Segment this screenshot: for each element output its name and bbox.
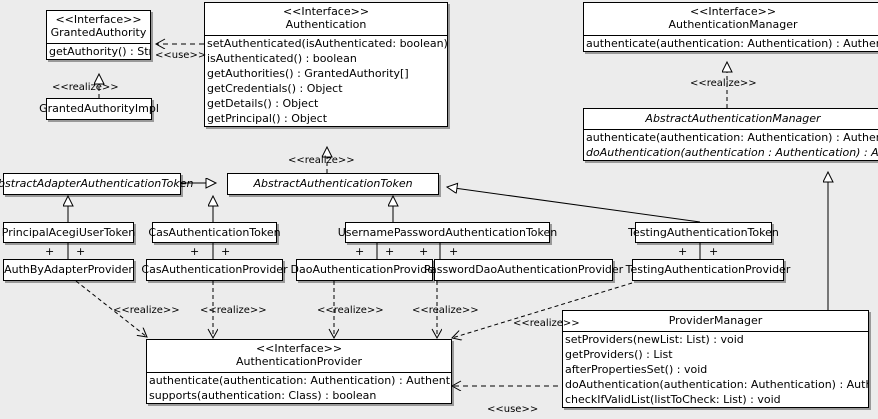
multiplicity-plus: +	[221, 245, 231, 258]
operation: isAuthenticated() : boolean	[207, 52, 357, 65]
multiplicity-plus: +	[385, 245, 395, 258]
class-authentication-provider[interactable]: <<Interface>> AuthenticationProvider aut…	[146, 339, 452, 404]
class-name: DaoAuthenticationProvider	[290, 263, 439, 276]
operation: getProviders() : List	[565, 348, 673, 361]
operation: authenticate(authentication: Authenticat…	[149, 374, 451, 387]
operation: getAuthorities() : GrantedAuthority[]	[207, 67, 409, 80]
operation: authenticate(authentication: Authenticat…	[586, 131, 878, 144]
class-provider-manager[interactable]: ProviderManager setProviders(newList: Li…	[562, 310, 869, 408]
multiplicity-plus: +	[76, 245, 86, 258]
class-name: CasAuthenticationProvider	[141, 263, 288, 276]
stereotype-label: <<Interface>>	[255, 342, 343, 355]
class-name: Authentication	[285, 18, 367, 31]
operation: getCredentials() : Object	[207, 82, 343, 95]
class-name: AuthByAdapterProvider	[4, 263, 133, 276]
class-testing-authentication-provider[interactable]: TestingAuthenticationProvider	[626, 259, 790, 281]
operations-compartment: authenticate(authentication: Authenticat…	[147, 372, 451, 403]
class-header: AbstractAuthenticationManager	[584, 109, 878, 129]
stereotype-label: <<Interface>>	[689, 5, 777, 18]
operations-compartment: authenticate(authentication: Authenticat…	[584, 129, 878, 160]
class-abstract-adapter-authentication-token[interactable]: AbstractAdapterAuthenticationToken	[0, 173, 193, 195]
operation: checkIfValidList(listToCheck: List) : vo…	[565, 393, 781, 406]
class-header: <<Interface>> Authentication	[205, 3, 447, 35]
operation: supports(authentication: Class) : boolea…	[149, 389, 377, 402]
class-name: AbstractAuthenticationToken	[253, 177, 413, 190]
class-granted-authority[interactable]: <<Interface>> GrantedAuthority getAuthor…	[46, 10, 151, 60]
class-name: TestingAuthenticationToken	[628, 225, 779, 239]
operation: getAuthority() : String	[49, 45, 150, 58]
class-header: <<Interface>> AuthenticationManager	[584, 3, 878, 35]
class-name: CasAuthenticationToken	[148, 225, 281, 239]
operation: setAuthenticated(isAuthenticated: boolea…	[207, 37, 447, 50]
class-name: PasswordDaoAuthenticationProvider	[423, 263, 624, 276]
operation: getPrincipal() : Object	[207, 112, 328, 125]
edge-label-granted-authority-realize: <<realize>>	[52, 82, 119, 93]
multiplicity-plus: +	[45, 245, 55, 258]
operation: doAuthentication(authentication: Authent…	[565, 378, 868, 391]
multiplicity-plus: +	[709, 245, 719, 258]
class-name: AbstractAdapterAuthenticationToken	[0, 177, 194, 190]
operation: doAuthentication(authentication : Authen…	[586, 146, 878, 159]
class-name: AuthenticationManager	[668, 18, 798, 31]
class-auth-by-adapter-provider[interactable]: AuthByAdapterProvider	[3, 259, 134, 281]
operations-compartment: authenticate(authentication: Authenticat…	[584, 35, 878, 51]
class-testing-authentication-token[interactable]: TestingAuthenticationToken	[628, 222, 779, 243]
operation: authenticate(authentication: Authenticat…	[586, 37, 878, 50]
class-name: ProviderManager	[668, 314, 763, 327]
class-principal-acegi-user-token[interactable]: PrincipalAcegiUserToken	[2, 222, 135, 243]
class-abstract-authentication-token[interactable]: AbstractAuthenticationToken	[227, 173, 439, 195]
edge-label-token-realize: <<realize>>	[288, 155, 355, 166]
class-name: TestingAuthenticationProvider	[625, 263, 791, 276]
multiplicity-plus: +	[419, 245, 429, 258]
edge-label-authentication-use: <<use>>	[155, 50, 207, 61]
operation: setProviders(newList: List) : void	[565, 333, 744, 346]
class-cas-authentication-provider[interactable]: CasAuthenticationProvider	[141, 259, 288, 281]
class-dao-authentication-provider[interactable]: DaoAuthenticationProvider	[291, 259, 439, 281]
stereotype-label: <<Interface>>	[55, 13, 142, 26]
multiplicity-plus: +	[678, 245, 688, 258]
class-authentication[interactable]: <<Interface>> Authentication setAuthenti…	[204, 2, 448, 127]
class-abstract-authentication-manager[interactable]: AbstractAuthenticationManager authentica…	[583, 108, 878, 161]
class-cas-authentication-token[interactable]: CasAuthenticationToken	[148, 222, 281, 243]
class-name: PrincipalAcegiUserToken	[1, 225, 136, 239]
class-name: GrantedAuthority	[50, 26, 147, 39]
edge-label-dao-realize: <<realize>>	[317, 305, 384, 316]
operations-compartment: getAuthority() : String	[47, 43, 150, 59]
class-header: <<Interface>> GrantedAuthority	[47, 11, 150, 43]
class-name: AuthenticationProvider	[235, 355, 363, 368]
edge-label-testing-realize: <<realize>>	[513, 318, 580, 329]
edge-label-auth-by-adapter-realize: <<realize>>	[113, 305, 180, 316]
edge-label-cas-realize: <<realize>>	[200, 305, 267, 316]
stereotype-label: <<Interface>>	[282, 5, 370, 18]
operation: afterPropertiesSet() : void	[565, 363, 708, 376]
multiplicity-plus: +	[355, 245, 365, 258]
operation: getDetails() : Object	[207, 97, 319, 110]
edge-label-provider-manager-use: <<use>>	[487, 404, 539, 415]
class-authentication-manager[interactable]: <<Interface>> AuthenticationManager auth…	[583, 2, 878, 52]
edge-label-password-dao-realize: <<realize>>	[412, 305, 479, 316]
multiplicity-plus: +	[449, 245, 459, 258]
edge-label-manager-realize: <<realize>>	[690, 78, 757, 89]
operations-compartment: setAuthenticated(isAuthenticated: boolea…	[205, 35, 447, 126]
class-name: AbstractAuthenticationManager	[645, 112, 821, 125]
class-header: ProviderManager	[563, 311, 868, 331]
class-password-dao-authentication-provider[interactable]: PasswordDaoAuthenticationProvider	[424, 259, 623, 281]
class-granted-authority-impl[interactable]: GrantedAuthorityImpl	[39, 98, 159, 120]
class-header: <<Interface>> AuthenticationProvider	[147, 340, 451, 372]
multiplicity-plus: +	[190, 245, 200, 258]
class-username-password-authentication-token[interactable]: UsernamePasswordAuthenticationToken	[338, 222, 557, 243]
class-name: UsernamePasswordAuthenticationToken	[337, 225, 558, 239]
class-name: GrantedAuthorityImpl	[39, 102, 159, 115]
operations-compartment: setProviders(newList: List) : void getPr…	[563, 331, 868, 407]
